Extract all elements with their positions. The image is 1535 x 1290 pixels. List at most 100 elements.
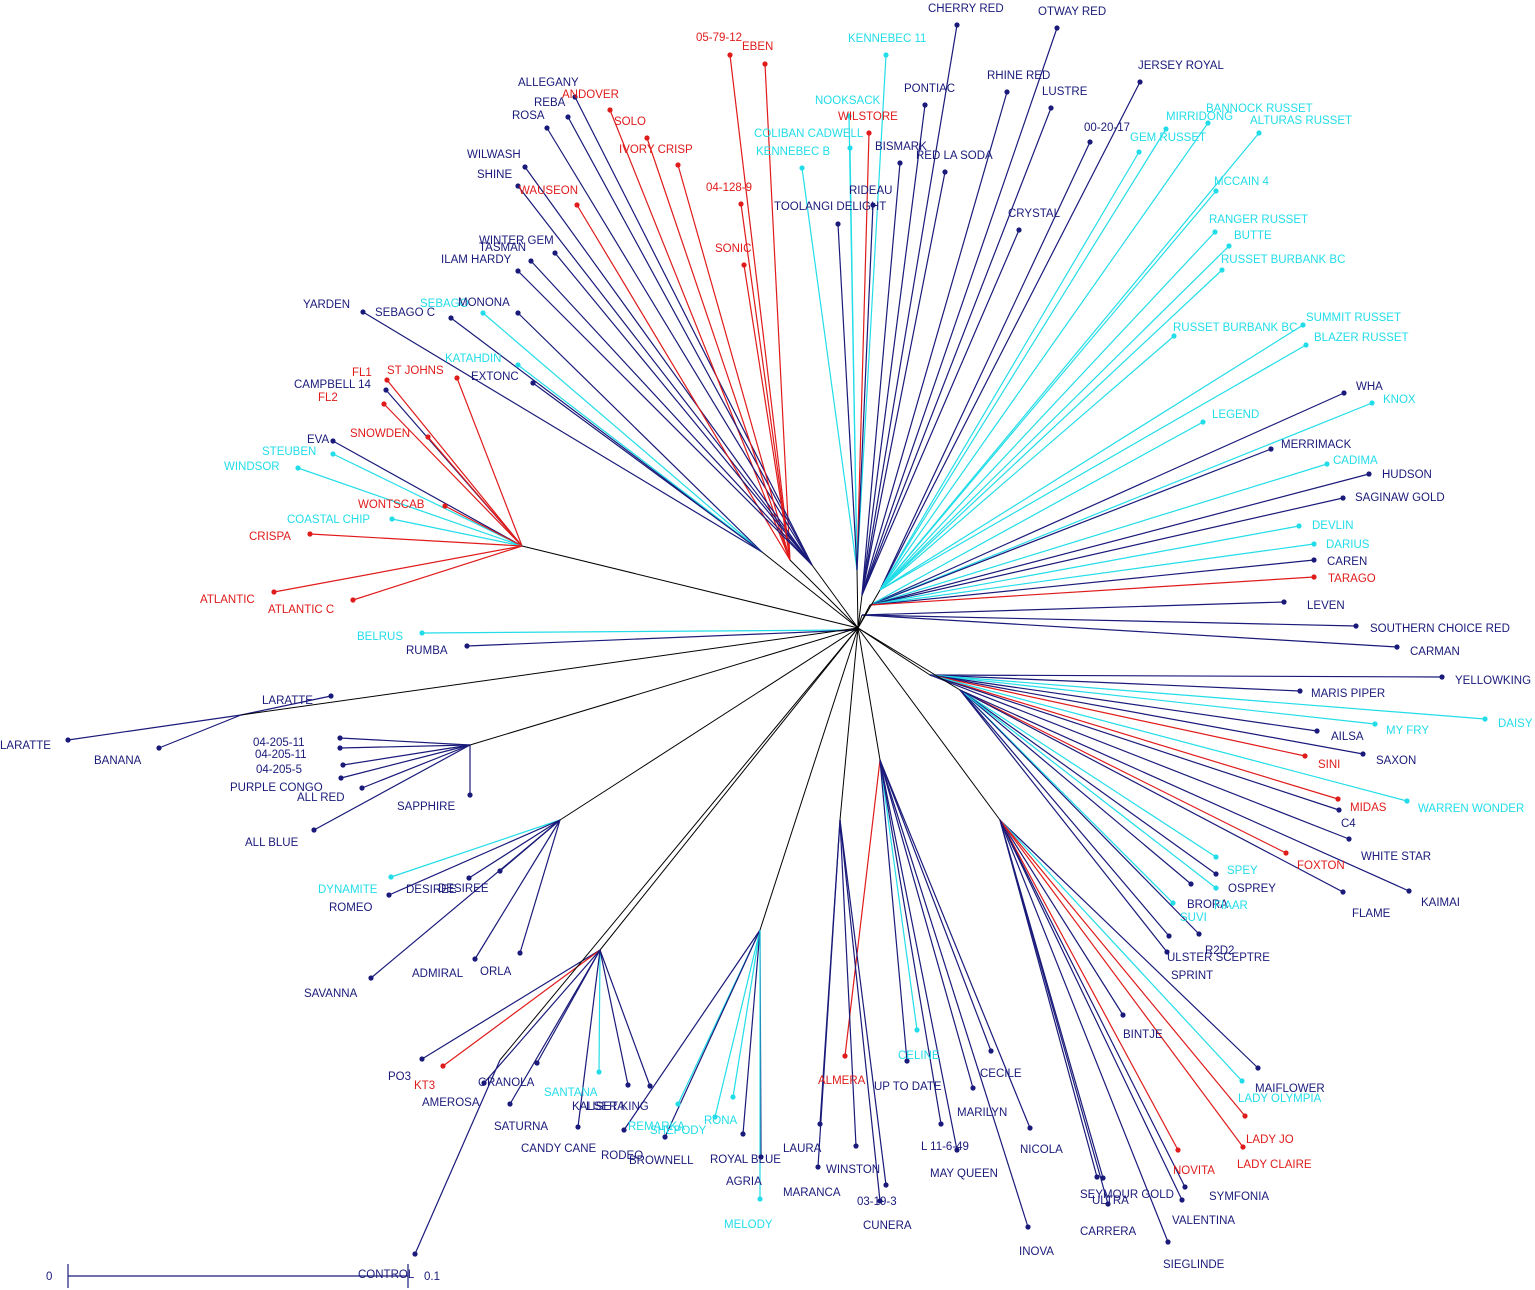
leaf-branch <box>929 674 1376 725</box>
leaf-label: FLAME <box>1352 908 1391 920</box>
leaf-branch <box>999 819 1109 1205</box>
leaf-branch <box>240 695 332 716</box>
leaf-branch <box>879 759 918 1031</box>
leaf-label: BANNOCK RUSSET <box>1206 103 1313 115</box>
leaf-branch <box>273 545 523 593</box>
leaf-branch <box>482 312 763 553</box>
leaf-dot <box>1256 130 1262 136</box>
leaf-dot <box>1196 931 1202 937</box>
leaf-branch <box>729 54 791 561</box>
leaf-label: LADY CLAIRE <box>1237 1159 1312 1171</box>
leaf-dot <box>1297 688 1303 694</box>
leaf-dot <box>1369 400 1375 406</box>
leaf-label: COLIBAN CADWELL <box>754 128 864 140</box>
leaf-label: FIAAR <box>1214 900 1248 912</box>
leaf-label: SHEPODY <box>650 1125 707 1137</box>
leaf-label: DESIREE <box>438 883 489 895</box>
leaf-label: FL2 <box>318 392 338 404</box>
leaf-branch <box>929 674 1408 802</box>
leaf-label: AGRIA <box>726 1176 762 1188</box>
leaf-dot <box>662 1134 668 1140</box>
leaf-label: RUMBA <box>406 645 448 657</box>
leaf-dot <box>572 94 578 100</box>
leaf-label: WILSTORE <box>838 111 898 123</box>
leaf-dot <box>1311 574 1317 580</box>
trunk-branch <box>789 559 859 629</box>
leaf-dot <box>1136 149 1142 155</box>
leaf-label: VALENTINA <box>1172 1215 1235 1227</box>
leaf-label: WONTSCAB <box>358 499 425 511</box>
leaf-label: NOOKSACK <box>815 95 881 107</box>
leaf-branch <box>879 759 1031 1129</box>
leaf-label: LEVEN <box>1307 600 1345 612</box>
leaf-label: LADY JO <box>1246 1134 1294 1146</box>
leaf-label: WAUSEON <box>519 185 578 197</box>
scale-bar: 0 0.1 <box>46 1264 440 1288</box>
leaf-label: SAGINAW GOLD <box>1355 492 1445 504</box>
leaf-branch <box>861 91 1008 596</box>
leaf-branch <box>646 137 791 561</box>
leaf-branch <box>879 122 1209 591</box>
leaf-label: RHINE RED <box>987 70 1050 82</box>
leaf-dot <box>544 125 550 131</box>
leaf-label: MARILYN <box>957 1107 1007 1119</box>
leaf-branch <box>576 204 791 561</box>
leaf-branch <box>361 744 471 789</box>
leaf-label: CONTROL <box>358 1269 415 1281</box>
leaf-label: SAVANNA <box>304 988 358 1000</box>
leaf-label: BROWNELL <box>629 1155 694 1167</box>
leaf-label: TOOLANGI DELIGHT <box>774 201 886 213</box>
leaf-dot <box>388 874 394 880</box>
leaf-label: ORLA <box>480 966 512 978</box>
leaf-dot <box>846 113 852 119</box>
leaf-label: ROSA <box>512 110 545 122</box>
leaf-dot <box>1311 557 1317 563</box>
leaf-branch <box>309 533 523 547</box>
leaf-branch <box>959 689 1170 937</box>
leaf-branch <box>839 819 887 1186</box>
leaf-branch <box>879 759 942 1125</box>
leaf-dot <box>1188 881 1194 887</box>
leaf-branch <box>999 819 1243 1082</box>
trunk-branch <box>857 614 863 629</box>
leaf-dot <box>938 1121 944 1127</box>
leaf-branch <box>546 127 813 566</box>
leaf-label: PONTIAC <box>904 83 955 95</box>
leaf-branch <box>999 819 1244 1148</box>
leaf-branch <box>509 949 601 1105</box>
leaf-label: WINDSOR <box>224 461 280 473</box>
trunk-branch <box>857 627 881 761</box>
leaf-branch <box>929 674 1364 755</box>
scale-bar-label-right: 0.1 <box>424 1271 440 1283</box>
leaf-dot <box>922 102 928 108</box>
leaf-dot <box>360 309 366 315</box>
leaf-dot <box>1255 1065 1261 1071</box>
leaf-branch <box>517 270 813 566</box>
leaf-branch <box>861 229 1020 596</box>
leaf-branch <box>332 453 523 547</box>
leaf-branch <box>869 448 1272 606</box>
leaf-label: SYMFONIA <box>1209 1191 1269 1203</box>
leaf-label: KALSER KING <box>572 1101 649 1113</box>
leaf-dot <box>1242 1113 1248 1119</box>
leaf-branch <box>929 674 1350 840</box>
leaf-dot <box>472 956 478 962</box>
leaf-dot <box>574 202 580 208</box>
leaf-label: CELINE <box>898 1050 940 1062</box>
leaf-dot <box>330 438 336 444</box>
leaf-dot <box>1482 716 1488 722</box>
leaf-label: ALL BLUE <box>245 837 299 849</box>
leaf-branch <box>517 185 813 566</box>
leaf-dot <box>1406 888 1412 894</box>
leaf-branch <box>879 324 1304 591</box>
leaf-branch <box>623 929 761 1131</box>
leaf-dot <box>740 1131 746 1137</box>
leaf-dot <box>877 1198 883 1204</box>
leaf-branch <box>861 24 958 596</box>
leaf-dot <box>625 1082 631 1088</box>
leaf-branch <box>524 166 813 566</box>
leaf-label: SPRINT <box>1171 970 1213 982</box>
leaf-dot <box>1025 1224 1031 1230</box>
leaf-branch <box>839 819 881 1202</box>
